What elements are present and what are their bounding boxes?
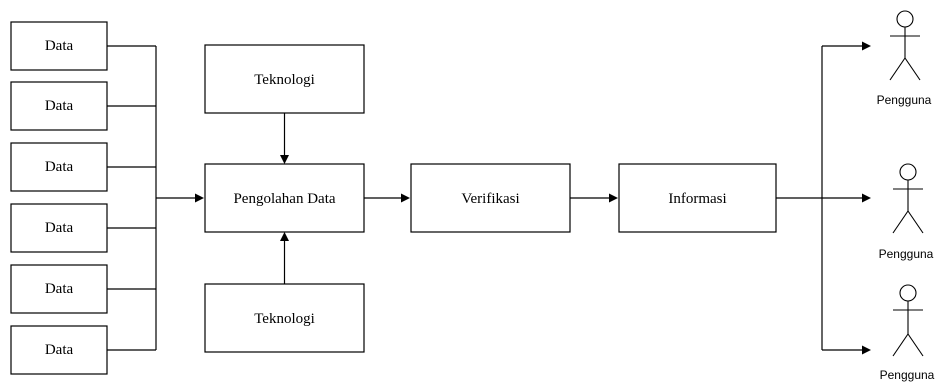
data-source-label: Data [45, 281, 74, 297]
user-actor-3: Pengguna [880, 284, 935, 382]
user-actor-2: Pengguna [879, 163, 934, 261]
arrowhead-icon [280, 155, 289, 164]
information-box: Informasi [618, 163, 777, 233]
data-source-1: Data [10, 21, 108, 71]
arrowhead-icon [401, 193, 410, 203]
technology-top-arrow [280, 113, 289, 164]
person-icon [892, 163, 924, 234]
data-source-2: Data [10, 81, 108, 131]
data-source-label: Data [45, 342, 74, 358]
person-icon [892, 284, 924, 357]
data-source-label: Data [45, 38, 74, 54]
data-source-5: Data [10, 264, 108, 314]
arrowhead-icon [280, 232, 289, 241]
person-icon [889, 10, 921, 81]
verification-to-information-arrow [570, 193, 618, 203]
technology-top-label: Teknologi [254, 72, 315, 88]
technology-bottom-label: Teknologi [254, 311, 315, 327]
data-collector-connector [107, 45, 204, 351]
data-source-label: Data [45, 159, 74, 175]
arrowhead-icon [862, 41, 871, 51]
data-source-3: Data [10, 142, 108, 192]
arrowhead-icon [862, 193, 871, 203]
processing-box: Pengolahan Data [204, 163, 365, 233]
data-source-6: Data [10, 325, 108, 375]
verification-label: Verifikasi [461, 191, 519, 207]
distribution-connector [776, 41, 871, 355]
arrowhead-icon [862, 345, 871, 355]
arrowhead-icon [609, 193, 618, 203]
technology-bottom-arrow [280, 232, 289, 284]
user-label: Pengguna [880, 368, 935, 382]
processing-to-verification-arrow [364, 193, 410, 203]
user-label: Pengguna [879, 247, 934, 261]
data-source-4: Data [10, 203, 108, 253]
user-label: Pengguna [877, 93, 932, 107]
data-source-label: Data [45, 220, 74, 236]
technology-top-box: Teknologi [204, 44, 365, 114]
information-label: Informasi [668, 191, 726, 207]
user-actor-1: Pengguna [877, 10, 932, 107]
technology-bottom-box: Teknologi [204, 283, 365, 353]
data-source-label: Data [45, 98, 74, 114]
processing-label: Pengolahan Data [233, 191, 335, 207]
verification-box: Verifikasi [410, 163, 571, 233]
arrowhead-icon [195, 193, 204, 203]
